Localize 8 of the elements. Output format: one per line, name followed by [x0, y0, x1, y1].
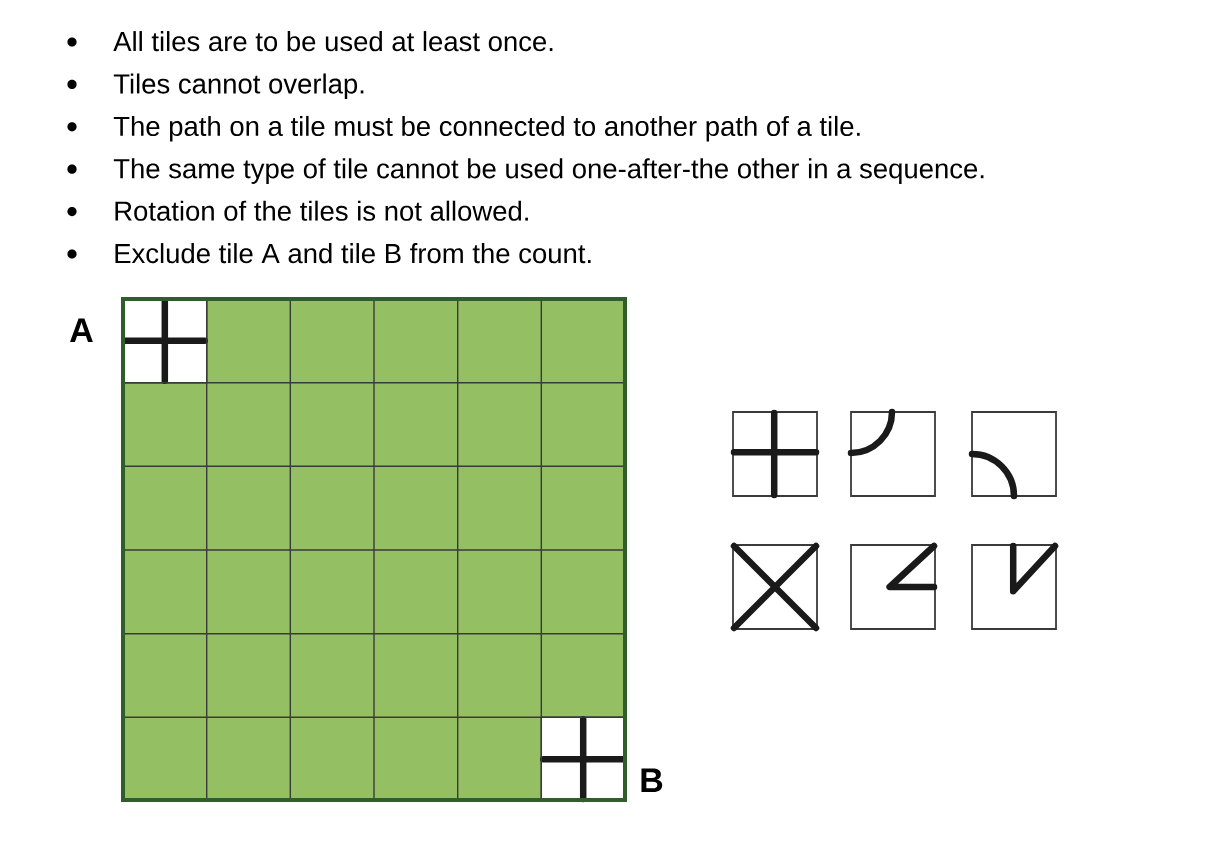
- tile-letter: A: [70, 318, 93, 342]
- list-item: All tiles are to be used at least once.: [113, 31, 553, 52]
- list-item: Tiles cannot overlap.: [113, 73, 364, 100]
- list-item: The path on a tile must be connected to another path of a tile.: [113, 115, 860, 142]
- list-item: Rotation of the tiles is not allowed.: [115, 200, 528, 221]
- list-item: Exclude tile A and tile B from the count.: [115, 243, 591, 264]
- tile-letter: B: [641, 768, 663, 792]
- list-item: The same type of tile cannot be used one-after-the other in a sequence.: [113, 158, 984, 184]
